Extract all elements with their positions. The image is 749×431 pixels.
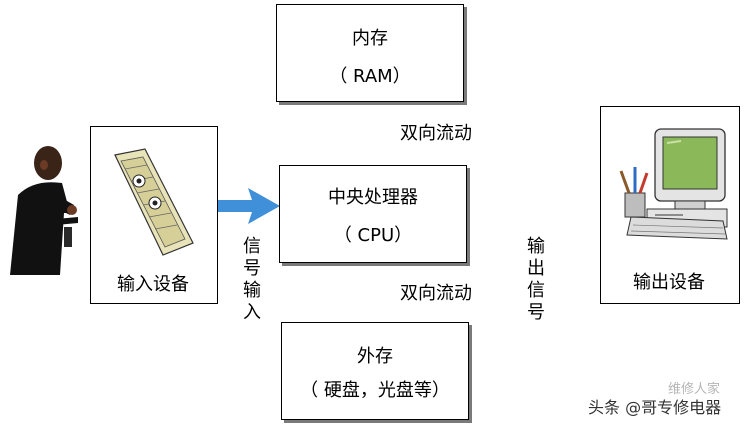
signal-output-label: 输 出 信 号 bbox=[525, 236, 547, 324]
bidirectional-label-top: 双向流动 bbox=[400, 123, 472, 144]
storage-subtitle: （ 硬盘，光盘等） bbox=[300, 380, 450, 401]
memory-subtitle: （ RAM） bbox=[329, 66, 411, 87]
computer-icon bbox=[619, 128, 728, 240]
cpu-box: 中央处理器 （ CPU） bbox=[279, 165, 467, 263]
output-device-box: 输出设备 bbox=[600, 106, 740, 304]
signal-input-char: 号 bbox=[243, 258, 261, 279]
signal-output-char: 输 bbox=[527, 236, 545, 257]
arrow-right-icon bbox=[218, 188, 280, 224]
cpu-title: 中央处理器 bbox=[328, 187, 418, 208]
input-device-label: 输入设备 bbox=[117, 274, 189, 295]
storage-box: 外存 （ 硬盘，光盘等） bbox=[281, 322, 469, 420]
memory-title: 内存 bbox=[352, 28, 388, 49]
signal-output-char: 号 bbox=[527, 302, 545, 323]
credit-text: 头条 @哥专修电器 bbox=[588, 398, 722, 417]
cpu-subtitle: （ CPU） bbox=[333, 225, 413, 246]
signal-input-label: 信 号 输 入 bbox=[241, 236, 263, 324]
signal-input-char: 入 bbox=[243, 302, 261, 323]
memory-box: 内存 （ RAM） bbox=[276, 4, 464, 102]
watermark: 维修人家 bbox=[668, 382, 721, 397]
signal-output-char: 信 bbox=[527, 280, 545, 301]
signal-input-char: 输 bbox=[243, 280, 261, 301]
output-device-label: 输出设备 bbox=[633, 272, 705, 293]
person-icon bbox=[10, 146, 78, 275]
bidirectional-label-bottom: 双向流动 bbox=[400, 283, 472, 304]
signal-output-char: 出 bbox=[527, 258, 545, 279]
storage-title: 外存 bbox=[357, 346, 393, 367]
input-device-box: 输入设备 bbox=[90, 126, 218, 304]
keyboard-icon bbox=[114, 148, 194, 256]
signal-input-char: 信 bbox=[243, 236, 261, 257]
